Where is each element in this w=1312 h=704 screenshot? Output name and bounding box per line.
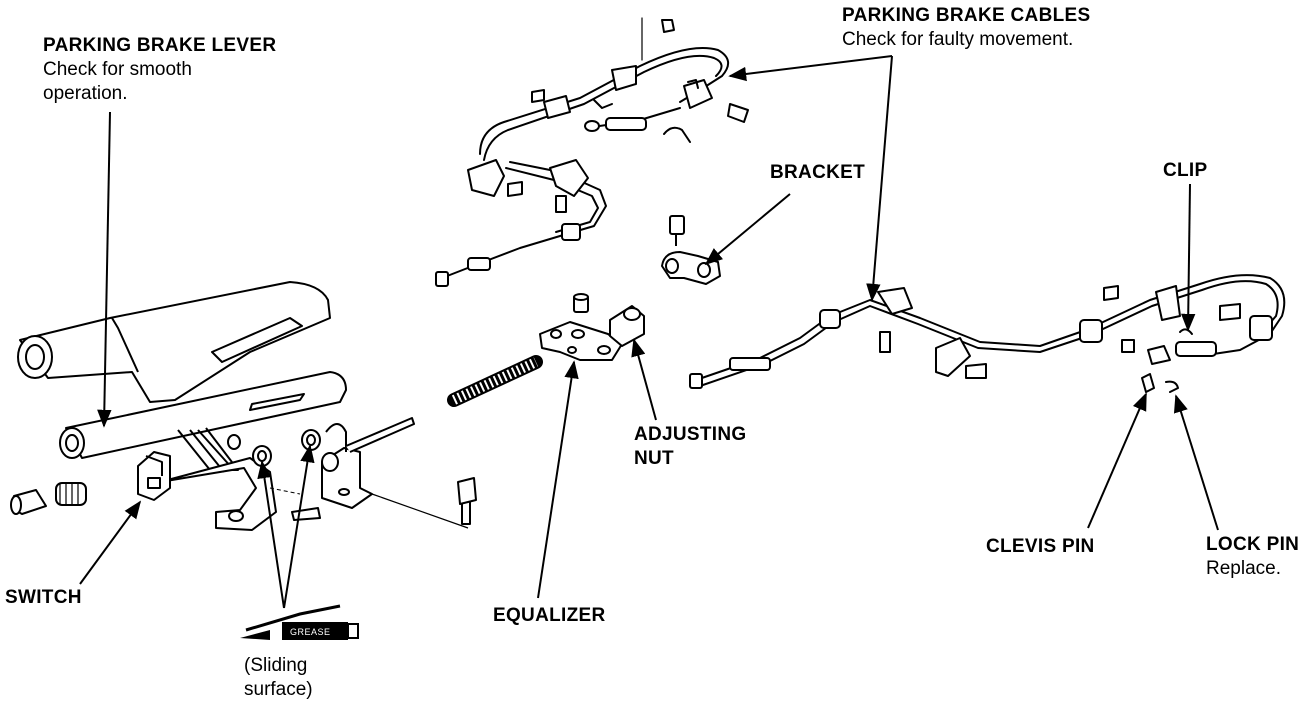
label-equalizer: EQUALIZER xyxy=(493,605,606,626)
arrow-equalizer xyxy=(537,360,579,599)
label-clevis-pin: CLEVIS PIN xyxy=(986,536,1095,557)
label-clip: CLIP xyxy=(1163,160,1208,181)
sliding-line2: surface) xyxy=(244,679,313,700)
label-adjusting-nut: ADJUSTING NUT xyxy=(634,423,747,471)
arrow-cables-upper xyxy=(728,55,893,82)
arrow-clip xyxy=(1181,183,1196,332)
arrow-grease-2 xyxy=(283,444,315,609)
label-parking-brake-lever: PARKING BRAKE LEVER Check for smooth ope… xyxy=(43,34,276,106)
arrow-clevis-pin xyxy=(1087,392,1147,529)
bracket-part xyxy=(661,215,721,285)
arrow-grease-1 xyxy=(257,460,285,609)
label-bracket: BRACKET xyxy=(770,162,865,183)
adjusting-nut-line1: ADJUSTING xyxy=(634,424,747,445)
upper-cable-assembly xyxy=(435,17,749,287)
lever-title: PARKING BRAKE LEVER xyxy=(43,35,277,56)
cables-note: Check for faulty movement. xyxy=(842,29,1074,50)
lever-note-line1: Check for smooth xyxy=(43,59,192,80)
arrow-lever xyxy=(97,111,112,428)
arrow-lock-pin xyxy=(1173,394,1219,531)
label-switch: SWITCH xyxy=(5,587,82,608)
right-cable-assembly xyxy=(689,274,1286,393)
grease-tag-text: GREASE xyxy=(290,627,331,637)
leader-arrows xyxy=(79,55,1219,609)
cables-title: PARKING BRAKE CABLES xyxy=(842,5,1091,26)
arrow-cables-right xyxy=(866,55,893,302)
lever-note-line2: operation. xyxy=(43,83,128,104)
grease-tube-icon xyxy=(240,604,359,640)
lock-pin-note: Replace. xyxy=(1206,558,1281,579)
label-lock-pin: LOCK PIN Replace. xyxy=(1206,533,1299,581)
label-parking-brake-cables: PARKING BRAKE CABLES Check for faulty mo… xyxy=(842,4,1090,52)
lock-pin-title: LOCK PIN xyxy=(1206,534,1300,555)
parking-brake-lever-assembly xyxy=(10,281,477,531)
arrow-adjusting-nut xyxy=(631,338,657,421)
adjusting-nut-line2: NUT xyxy=(634,448,674,469)
label-sliding-surface: (Sliding surface) xyxy=(244,654,313,702)
arrow-switch xyxy=(79,500,142,585)
sliding-line1: (Sliding xyxy=(244,655,308,676)
arrow-bracket xyxy=(704,193,791,266)
equalizer-assembly xyxy=(447,293,645,407)
